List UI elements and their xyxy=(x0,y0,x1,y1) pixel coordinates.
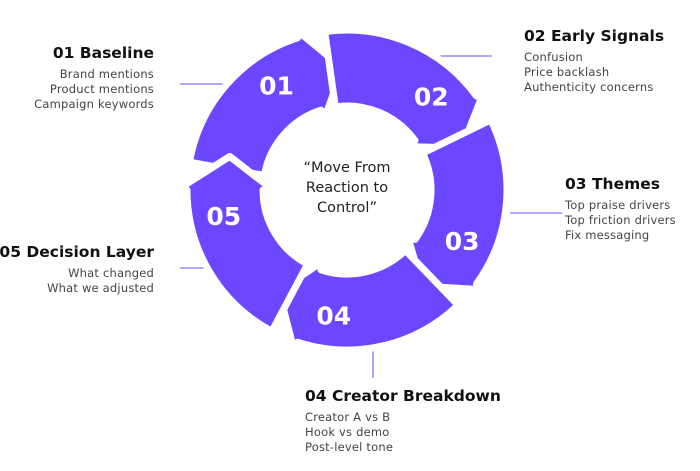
segment-numbers: 01 02 03 04 05 xyxy=(206,72,479,331)
step-5-label: 05 Decision Layer What changed What we a… xyxy=(0,243,154,296)
step-3-title: 03 Themes xyxy=(565,175,660,193)
center-text: “Move From Reaction to Control” xyxy=(304,160,391,216)
step-5-item: What changed xyxy=(68,266,154,280)
segment-number-4: 04 xyxy=(316,301,351,330)
ring-segment-3 xyxy=(403,116,511,294)
step-3-item: Top praise drivers xyxy=(565,198,671,212)
step-1-item: Campaign keywords xyxy=(34,97,154,111)
step-4-title: 04 Creator Breakdown xyxy=(305,387,501,405)
center-text-line-3: Control” xyxy=(317,200,377,216)
segment-number-2: 02 xyxy=(414,82,449,111)
step-4-item: Hook vs demo xyxy=(305,425,390,439)
step-4-item: Post-level tone xyxy=(305,440,394,454)
ring-segments xyxy=(173,24,511,356)
step-2-label: 02 Early Signals Confusion Price backlas… xyxy=(524,27,664,95)
ring-segment-1 xyxy=(185,24,347,179)
ring-segment-2 xyxy=(321,26,488,152)
center-text-line-1: “Move From xyxy=(304,160,391,176)
step-5-item: What we adjusted xyxy=(47,281,154,295)
step-4-item: Creator A vs B xyxy=(305,410,391,424)
segment-number-3: 03 xyxy=(445,227,480,256)
step-1-item: Product mentions xyxy=(49,82,154,96)
center-text-line-2: Reaction to xyxy=(306,180,388,196)
step-1-label: 01 Baseline Brand mentions Product menti… xyxy=(34,44,154,112)
step-2-item: Authenticity concerns xyxy=(524,80,654,94)
step-2-item: Confusion xyxy=(524,50,584,64)
step-4-label: 04 Creator Breakdown Creator A vs B Hook… xyxy=(305,387,501,455)
step-1-item: Brand mentions xyxy=(59,67,154,81)
step-3-item: Fix messaging xyxy=(565,228,650,242)
step-3-item: Top friction drivers xyxy=(565,213,676,227)
ring-segment-5 xyxy=(173,152,312,335)
segment-number-5: 05 xyxy=(206,202,241,231)
segment-number-1: 01 xyxy=(259,72,294,101)
step-2-item: Price backlash xyxy=(524,65,610,79)
step-2-title: 02 Early Signals xyxy=(524,27,665,45)
ring-segment-4 xyxy=(275,246,462,356)
step-1-title: 01 Baseline xyxy=(52,44,154,62)
step-5-title: 05 Decision Layer xyxy=(0,243,154,261)
step-3-label: 03 Themes Top praise drivers Top frictio… xyxy=(565,175,676,243)
